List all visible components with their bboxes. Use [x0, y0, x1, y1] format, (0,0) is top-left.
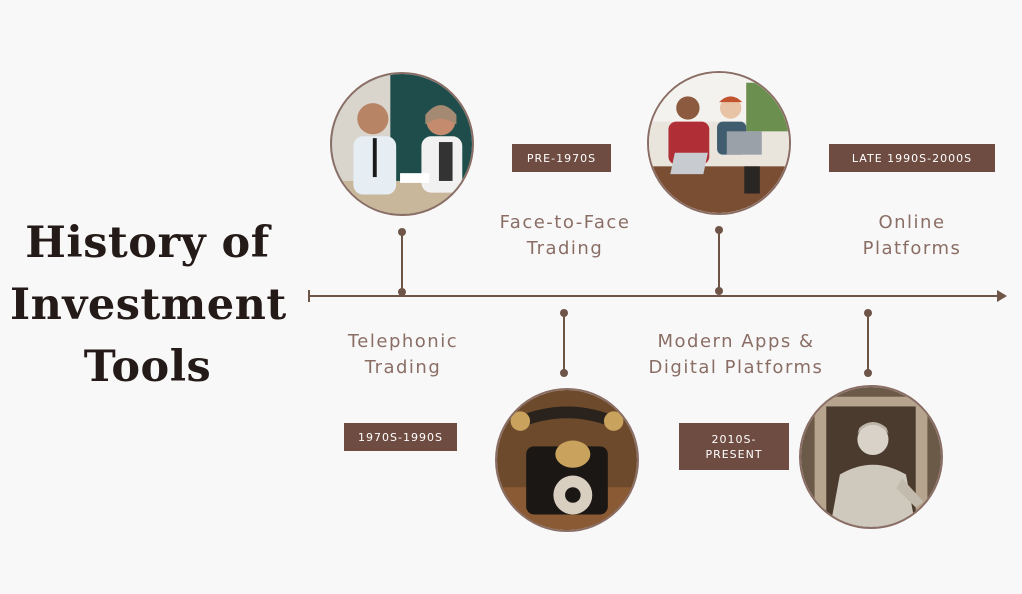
era-label: Face-to-Face Trading [499, 212, 631, 259]
era-node-axis [715, 287, 723, 295]
era-stem [563, 313, 565, 373]
era-stem [867, 313, 869, 373]
era-stem [401, 232, 403, 292]
era-stem [718, 232, 720, 292]
period-badge: 2010S- PRESENT [679, 423, 789, 470]
era-node-top [715, 226, 723, 234]
era-node-bottom [560, 369, 568, 377]
era-label: Modern Apps & Digital Platforms [648, 331, 824, 378]
era-node-bottom [864, 369, 872, 377]
period-badge: 1970S-1990S [344, 423, 457, 451]
era-node-top [398, 228, 406, 236]
page-title: History of Investment Tools [10, 218, 287, 392]
team-laptops-photo [647, 71, 791, 215]
period-badge: PRE-1970S [512, 144, 611, 172]
era-label: Online Platforms [862, 212, 962, 259]
rotary-telephone-photo [495, 388, 639, 532]
business-meeting-photo [330, 72, 474, 216]
period-badge: LATE 1990S-2000S [829, 144, 995, 172]
era-label: Telephonic Trading [347, 331, 459, 378]
classical-statue-photo [799, 385, 943, 529]
era-node-axis [398, 288, 406, 296]
timeline-arrow-icon [997, 290, 1007, 302]
timeline-axis [308, 295, 1000, 297]
